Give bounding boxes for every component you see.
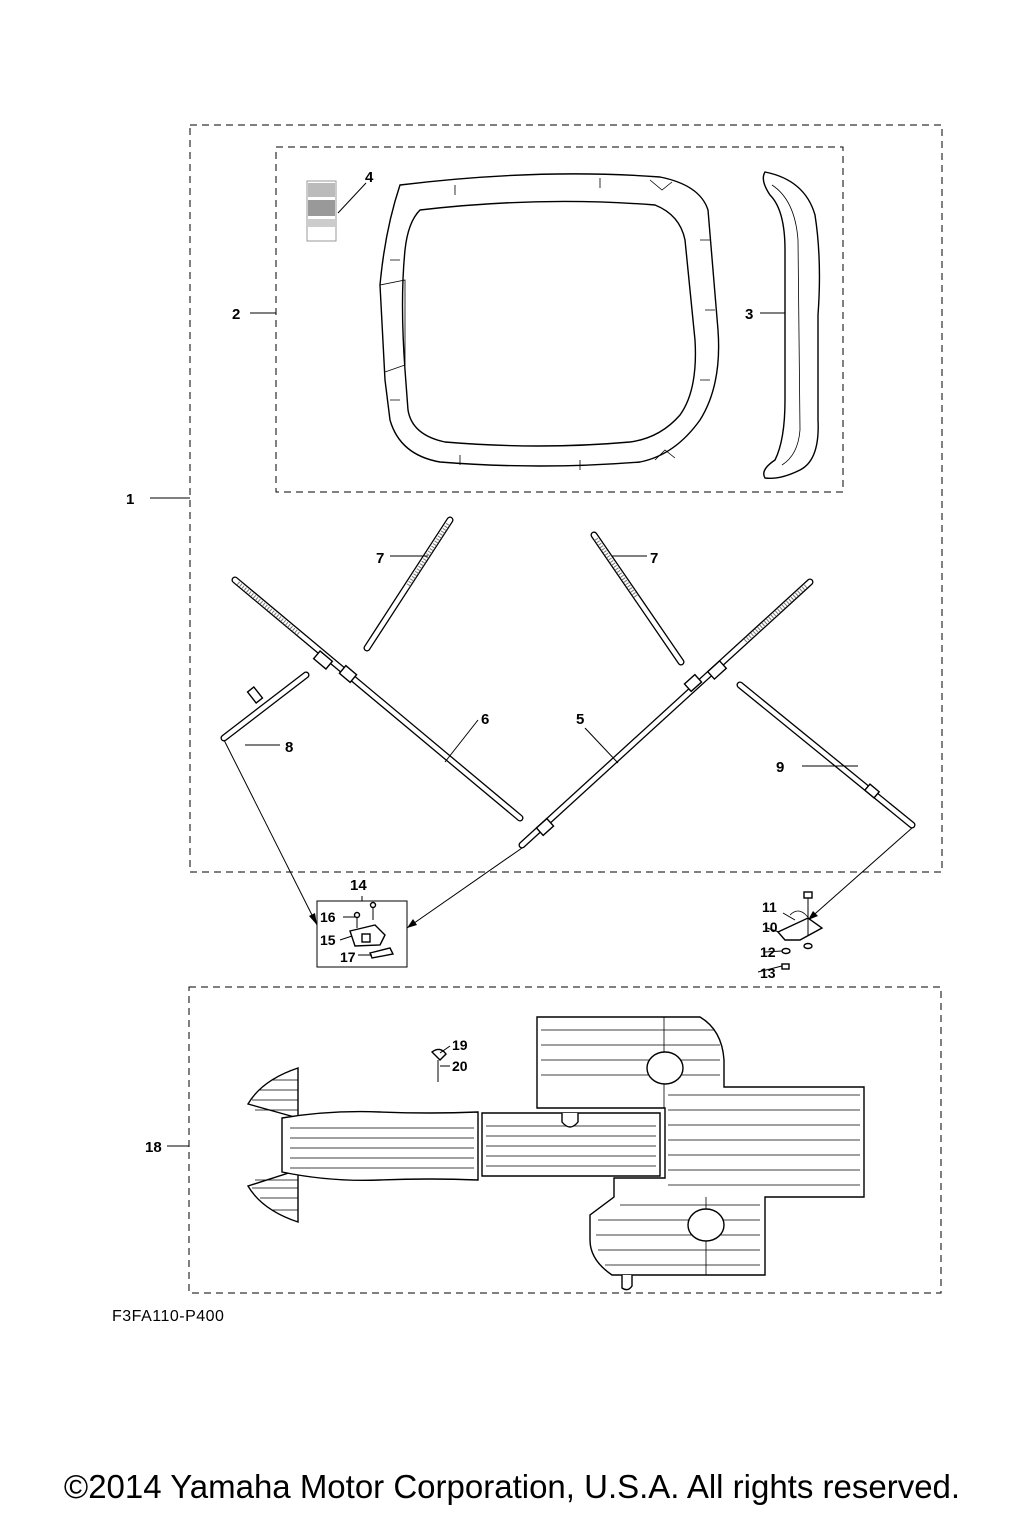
group-box-mat	[188, 986, 942, 1294]
part-17-pin	[369, 947, 395, 959]
callout-labels: 1 2 3 4 5 6 7 7 8 9 14 16 15 17 11 10 12…	[126, 169, 784, 1156]
callout-19: 19	[452, 1037, 468, 1053]
callout-5: 5	[576, 711, 584, 728]
callout-15: 15	[320, 932, 336, 948]
callout-13: 13	[760, 965, 776, 981]
part-15-mount-bracket	[349, 924, 386, 947]
callout-3: 3	[745, 306, 753, 323]
part-4-label-sticker	[306, 180, 337, 242]
callout-7a: 7	[376, 550, 384, 567]
part-9-rear-strut	[736, 681, 916, 829]
callout-7b: 7	[650, 550, 658, 567]
part-8-rear-strut	[220, 671, 310, 742]
part-13-nut	[781, 963, 790, 970]
callout-6: 6	[481, 711, 489, 728]
copyright-notice: ©2014 Yamaha Motor Corporation, U.S.A. A…	[63, 1468, 961, 1505]
diagram-code: F3FA110-P400	[112, 1308, 225, 1325]
part-7-support-strut-right	[590, 531, 685, 666]
part-2-bimini-canvas	[379, 173, 720, 470]
callout-11: 11	[762, 899, 777, 915]
callout-9: 9	[776, 759, 784, 776]
callout-17: 17	[340, 949, 356, 965]
part-3-storage-boot	[762, 171, 821, 480]
part-5-frame-tube	[518, 578, 814, 849]
part-7-support-strut-left	[363, 516, 454, 652]
callout-18: 18	[145, 1139, 162, 1156]
callout-2: 2	[232, 306, 240, 323]
callout-8: 8	[285, 739, 293, 756]
leader-lines	[150, 182, 858, 1147]
callout-14: 14	[350, 877, 367, 894]
arrows-to-brackets	[223, 739, 913, 929]
part-19-snap	[430, 1048, 447, 1061]
part-12-washer	[781, 942, 813, 955]
callout-12: 12	[760, 944, 776, 960]
part-18-deck-mat	[246, 1016, 865, 1291]
part-16-screw	[353, 901, 377, 928]
callout-1: 1	[126, 491, 134, 508]
callout-10: 10	[762, 919, 778, 935]
callout-16: 16	[320, 909, 336, 925]
group-box-bimini-top	[189, 124, 943, 873]
callout-20: 20	[452, 1058, 468, 1074]
callout-4: 4	[365, 169, 374, 186]
part-6-frame-tube	[231, 576, 524, 822]
part-11-bolt	[782, 891, 813, 935]
